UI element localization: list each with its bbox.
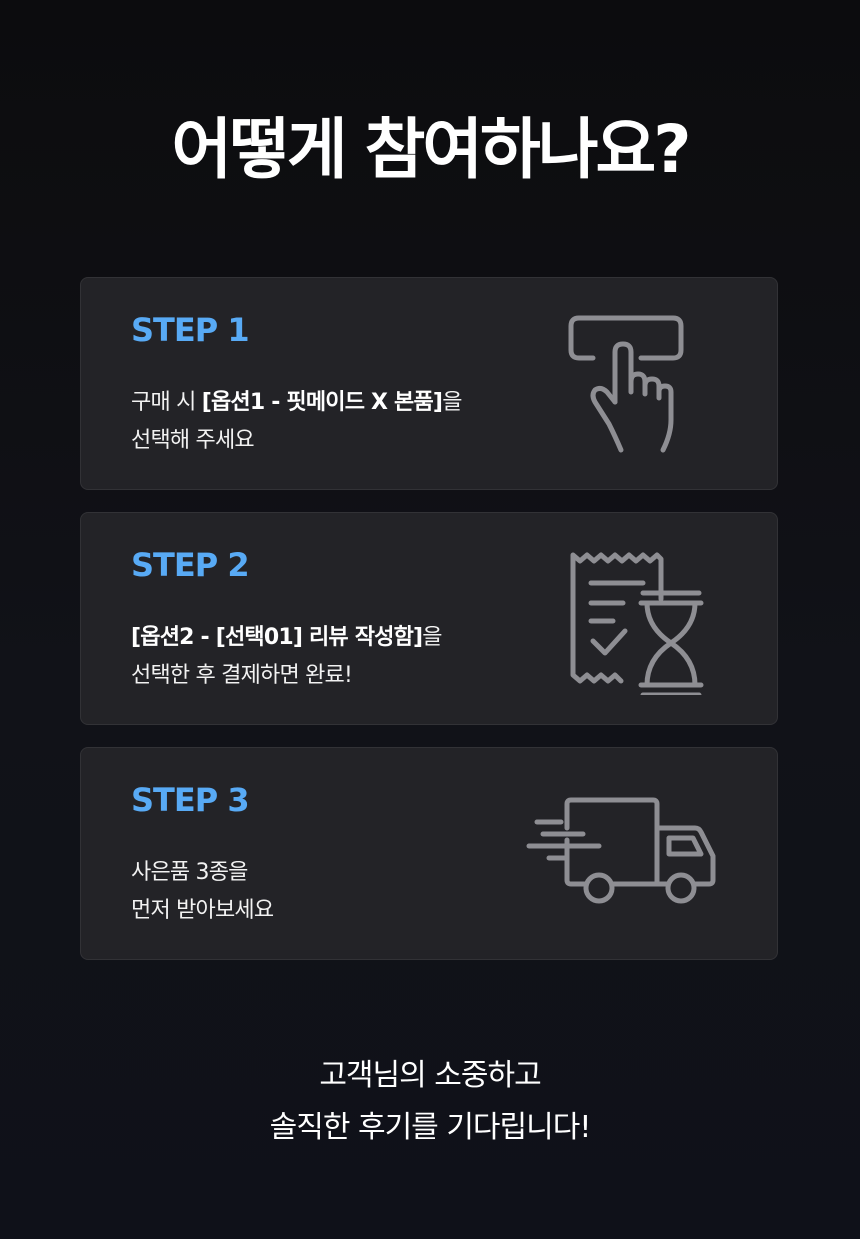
receipt-hourglass-icon (570, 552, 704, 695)
step-card-2: STEP 2 [옵션2 - [선택01] 리뷰 작성함]을 선택한 후 결제하면… (80, 512, 778, 725)
option-name: [옵션1 - 핏메이드 X 본품] (201, 390, 443, 415)
step-description: 구매 시 [옵션1 - 핏메이드 X 본품]을 선택해 주세요 (131, 390, 462, 453)
page-title: 어떻게 참여하나요? (171, 111, 691, 188)
step-card-3: STEP 3 사은품 3종을 먼저 받아보세요 (80, 747, 778, 960)
delivery-truck-icon (526, 797, 716, 904)
step-description: 사은품 3종을 먼저 받아보세요 (131, 860, 274, 923)
tap-finger-icon (568, 315, 684, 453)
step-label: STEP 1 (131, 311, 250, 349)
step-card-1: STEP 1 구매 시 [옵션1 - 핏메이드 X 본품]을 선택해 주세요 (80, 277, 778, 490)
step-description: [옵션2 - [선택01] 리뷰 작성함]을 선택한 후 결제하면 완료! (131, 625, 443, 688)
step-label: STEP 3 (131, 781, 250, 819)
closing-message: 고객님의 소중하고 솔직한 후기를 기다립니다! (269, 1058, 592, 1145)
step-label: STEP 2 (131, 546, 250, 584)
option-name: [옵션2 - [선택01] 리뷰 작성함] (131, 625, 423, 650)
